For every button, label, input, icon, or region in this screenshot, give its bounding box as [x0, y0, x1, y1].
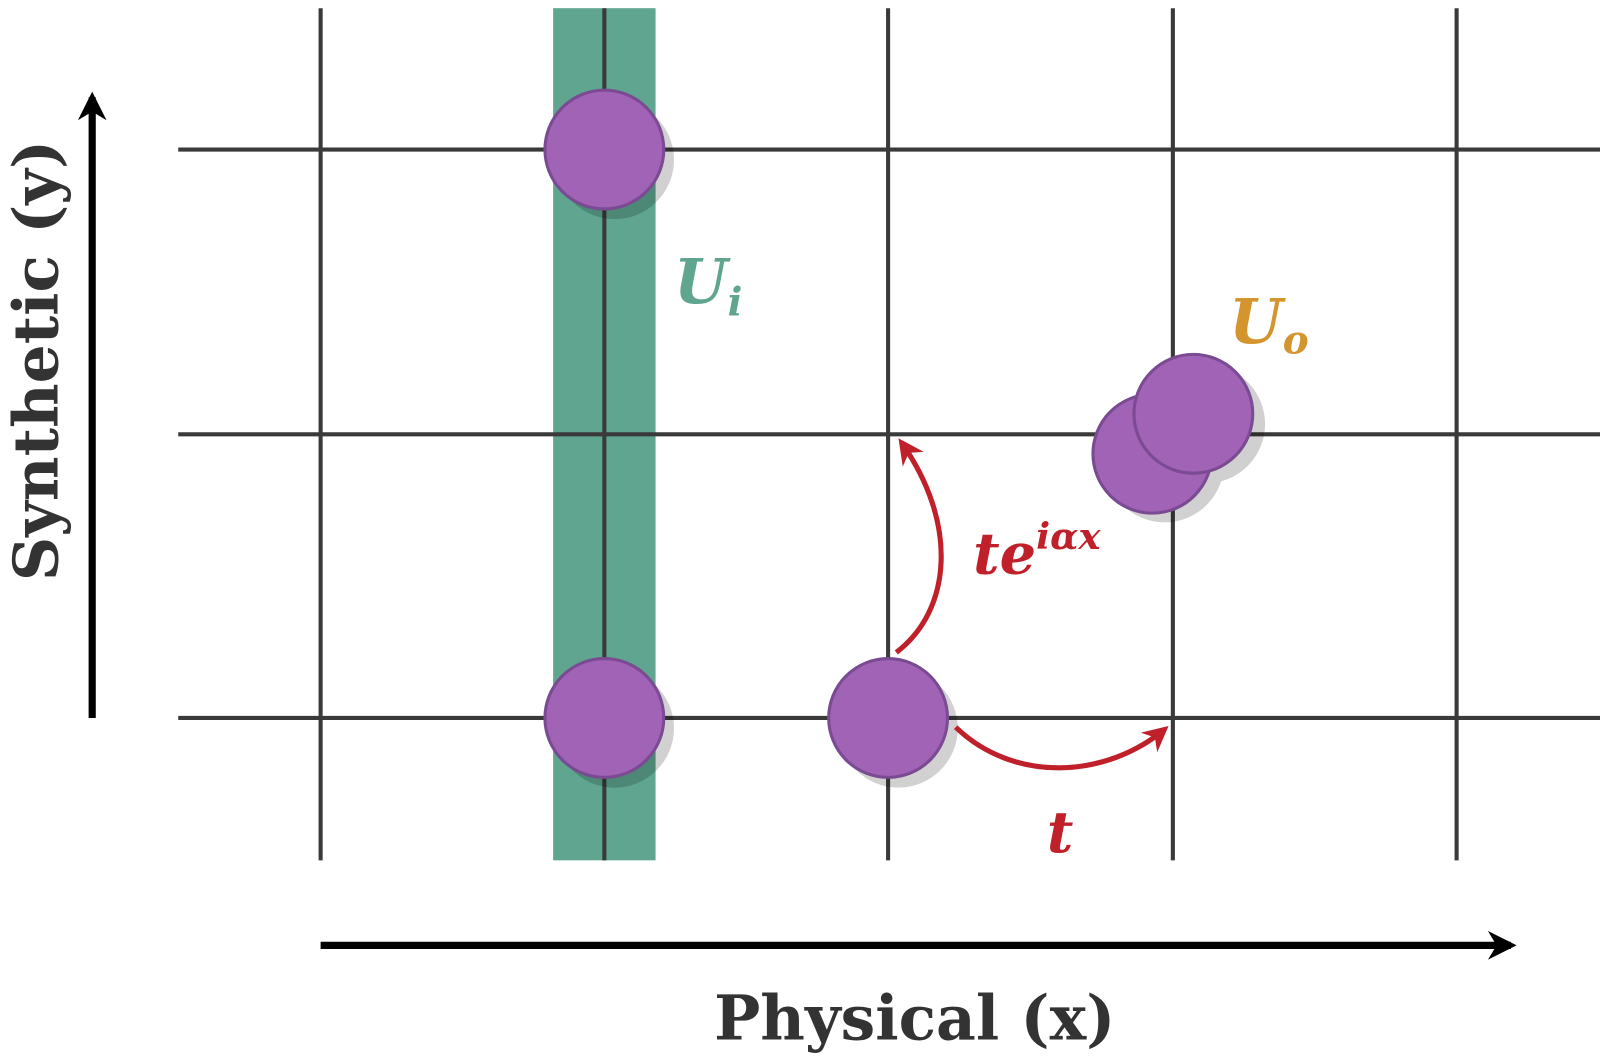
synthetic-hop-label: teiαx — [973, 514, 1101, 588]
synthetic-axis-label: Synthetic (y) — [0, 140, 72, 581]
lattice-site — [543, 88, 666, 211]
physical-axis-label: Physical (x) — [714, 983, 1115, 1055]
physical-hop-label: t — [1047, 798, 1074, 866]
output-site-front — [1132, 352, 1255, 475]
input-site-label: Ui — [674, 246, 742, 325]
lattice-grid — [178, 8, 1600, 861]
synthetic-hop-arrow — [894, 438, 944, 655]
lattice-site — [827, 657, 950, 779]
lattice-site — [543, 657, 666, 779]
output-site-label: Uo — [1229, 286, 1309, 363]
physical-hop-arrow — [953, 725, 1169, 771]
